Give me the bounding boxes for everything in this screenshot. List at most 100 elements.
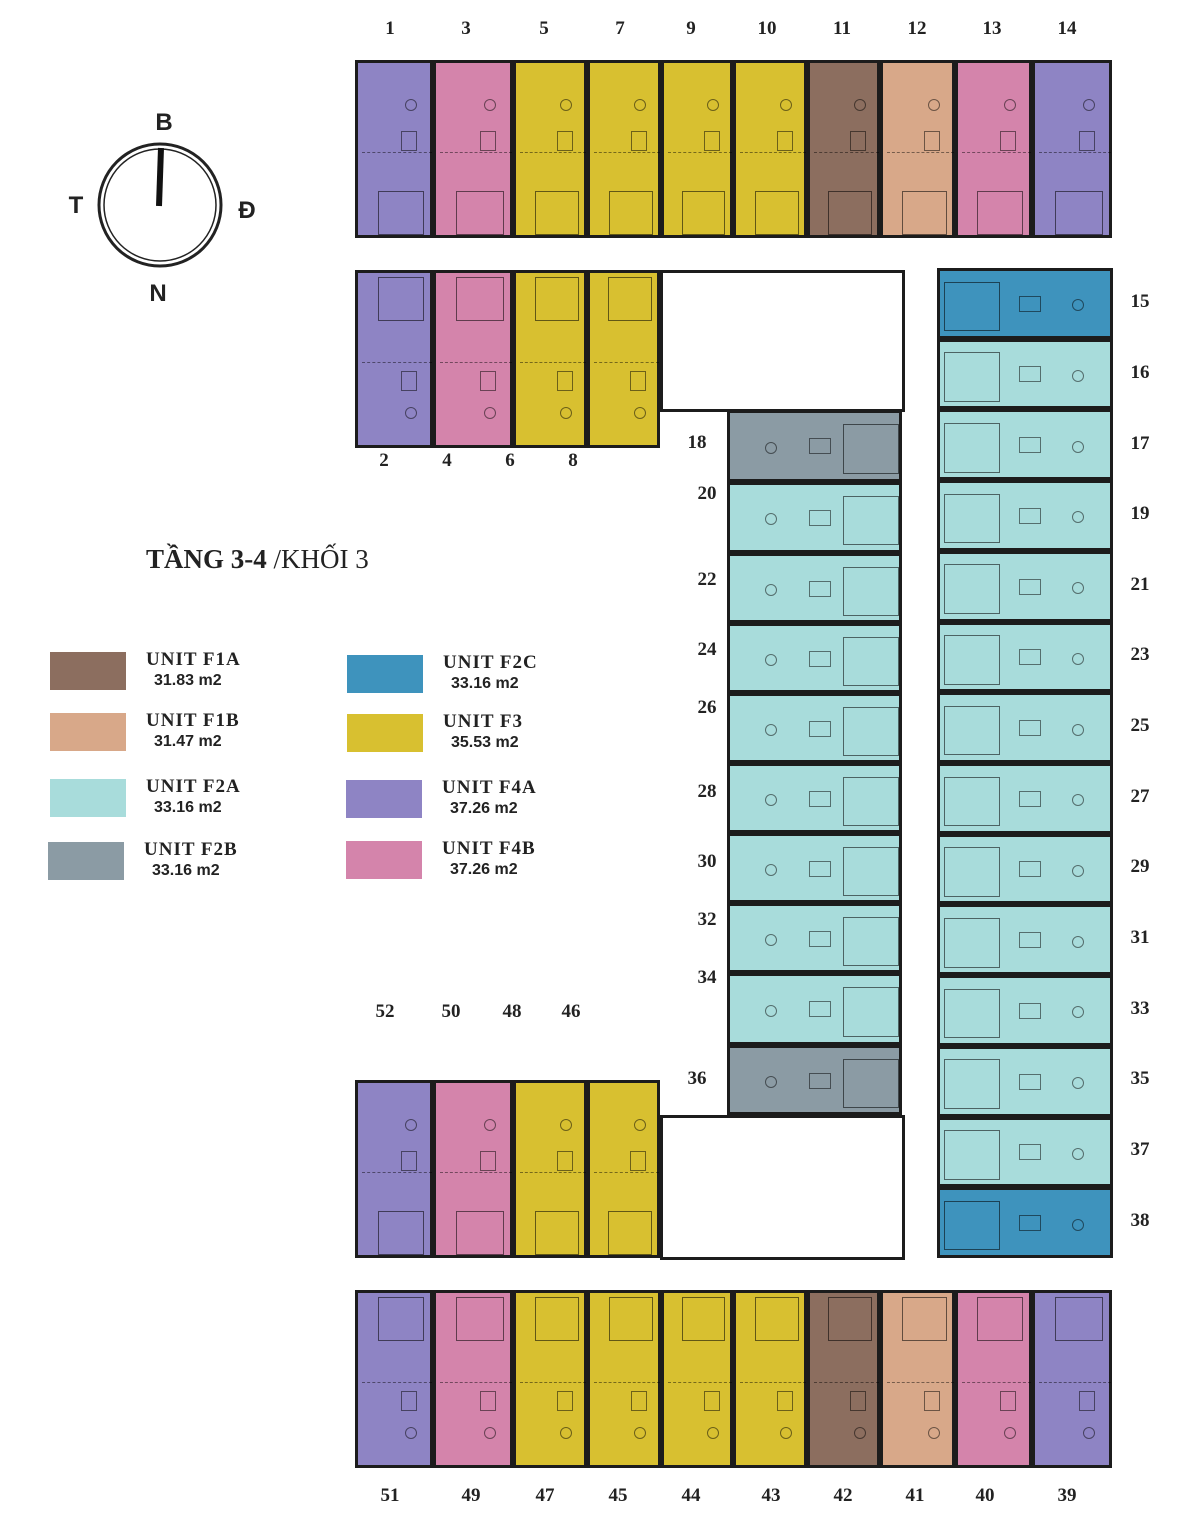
unit-38[interactable]: [937, 1187, 1113, 1258]
unit-27[interactable]: [937, 763, 1113, 834]
legend-swatch: [50, 713, 126, 751]
unit-32[interactable]: [727, 903, 902, 973]
lamp: [404, 98, 417, 111]
bathroom: [377, 191, 425, 235]
lamp: [560, 1118, 573, 1131]
unit-1[interactable]: [355, 60, 433, 238]
unit-14[interactable]: [1032, 60, 1112, 238]
legend-swatch: [346, 780, 422, 818]
unit-20[interactable]: [727, 482, 902, 553]
unit-23[interactable]: [937, 621, 1113, 693]
unit-18[interactable]: [727, 410, 902, 482]
unit-number-12: 12: [907, 18, 927, 39]
unit-4[interactable]: [433, 270, 513, 448]
legend-unit-area: 31.83 m2: [154, 672, 222, 689]
bathroom: [682, 191, 726, 235]
unit-11[interactable]: [807, 60, 880, 238]
unit-25[interactable]: [937, 692, 1113, 763]
unit-24[interactable]: [727, 623, 902, 693]
divider: [520, 152, 586, 153]
unit-13[interactable]: [955, 60, 1032, 238]
table: [1019, 932, 1042, 949]
bathroom: [534, 1211, 579, 1255]
lamp: [1004, 98, 1017, 111]
bathroom: [456, 191, 504, 235]
unit-28[interactable]: [727, 763, 902, 833]
table: [808, 790, 831, 807]
unit-7[interactable]: [587, 60, 661, 238]
unit-39[interactable]: [1032, 1290, 1112, 1468]
unit-5[interactable]: [513, 60, 587, 238]
bathroom: [754, 191, 799, 235]
unit-15[interactable]: [937, 268, 1113, 339]
divider: [668, 1382, 732, 1383]
unit-52[interactable]: [355, 1080, 433, 1258]
unit-number-48: 48: [502, 1001, 522, 1022]
divider: [440, 1382, 512, 1383]
floor-label: TẦNG 3-4: [146, 544, 267, 574]
unit-35[interactable]: [937, 1045, 1113, 1117]
unit-12[interactable]: [880, 60, 955, 238]
bathroom: [534, 191, 579, 235]
unit-17[interactable]: [937, 409, 1113, 481]
unit-number-34: 34: [697, 967, 717, 988]
unit-36[interactable]: [727, 1045, 902, 1115]
unit-47[interactable]: [513, 1290, 587, 1468]
lamp: [1072, 864, 1084, 877]
table: [776, 130, 793, 151]
table: [400, 370, 417, 391]
unit-30[interactable]: [727, 833, 902, 903]
unit-29[interactable]: [937, 833, 1113, 905]
divider: [440, 362, 512, 363]
unit-50[interactable]: [433, 1080, 513, 1258]
unit-48[interactable]: [513, 1080, 587, 1258]
unit-42[interactable]: [807, 1290, 880, 1468]
legend-swatch: [347, 714, 423, 752]
unit-number-46: 46: [561, 1001, 581, 1022]
unit-43[interactable]: [733, 1290, 807, 1468]
divider: [814, 152, 879, 153]
unit-46[interactable]: [587, 1080, 660, 1258]
bathroom: [944, 847, 1000, 897]
bathroom: [377, 1211, 425, 1255]
bathroom: [843, 566, 899, 616]
unit-41[interactable]: [880, 1290, 955, 1468]
table: [808, 580, 831, 597]
unit-40[interactable]: [955, 1290, 1032, 1468]
unit-26[interactable]: [727, 693, 902, 763]
unit-44[interactable]: [661, 1290, 733, 1468]
unit-16[interactable]: [937, 338, 1113, 410]
unit-8[interactable]: [587, 270, 660, 448]
unit-6[interactable]: [513, 270, 587, 448]
unit-number-44: 44: [681, 1485, 701, 1506]
bathroom: [944, 776, 1000, 827]
lamp: [1072, 652, 1084, 665]
table: [400, 130, 417, 151]
unit-19[interactable]: [937, 480, 1113, 551]
table: [1019, 366, 1042, 383]
unit-3[interactable]: [433, 60, 513, 238]
unit-33[interactable]: [937, 975, 1113, 1046]
lamp: [1083, 1426, 1095, 1439]
unit-34[interactable]: [727, 973, 902, 1045]
unit-2[interactable]: [355, 270, 433, 448]
legend-unit-area: 33.16 m2: [154, 799, 222, 816]
divider: [362, 362, 432, 363]
lamp: [633, 406, 646, 419]
legend-unit-area: 37.26 m2: [450, 800, 518, 817]
divider: [668, 152, 732, 153]
unit-37[interactable]: [937, 1116, 1113, 1188]
bathroom: [977, 1297, 1024, 1341]
unit-31[interactable]: [937, 904, 1113, 976]
unit-number-41: 41: [905, 1485, 925, 1506]
unit-51[interactable]: [355, 1290, 433, 1468]
unit-21[interactable]: [937, 550, 1113, 622]
table: [808, 1001, 831, 1018]
unit-49[interactable]: [433, 1290, 513, 1468]
table: [1019, 649, 1042, 666]
unit-9[interactable]: [661, 60, 733, 238]
unit-22[interactable]: [727, 553, 902, 623]
legend-swatch: [346, 841, 422, 879]
unit-10[interactable]: [733, 60, 807, 238]
unit-45[interactable]: [587, 1290, 661, 1468]
